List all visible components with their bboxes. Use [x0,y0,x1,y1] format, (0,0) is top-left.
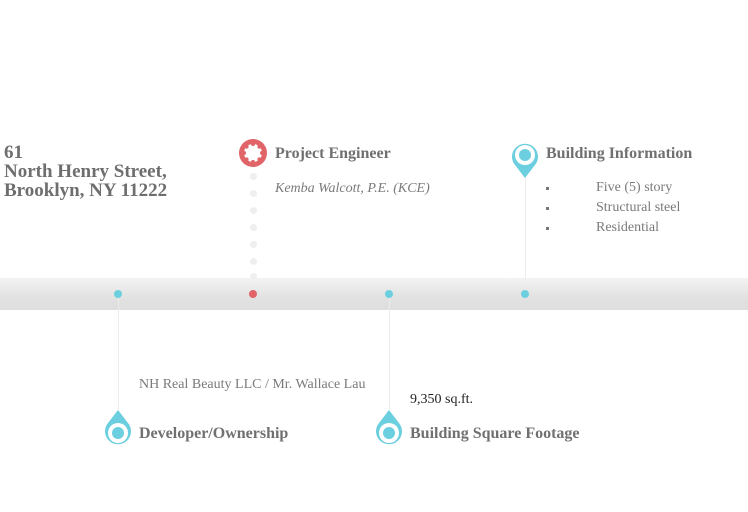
connector-line [525,178,526,294]
connector-line [118,294,119,410]
list-item: Structural steel [546,200,680,220]
building-list: Five (5) story Structural steel Resident… [546,180,680,240]
address-line: 61 [4,142,23,163]
footage-value: 9,350 sq.ft. [410,392,473,407]
building-title: Building Information [546,145,693,162]
timeline-band [0,278,748,310]
map-pin-icon [105,410,131,445]
timeline-dot [521,290,529,298]
engineer-title: Project Engineer [275,145,391,162]
dotted-connector [250,224,257,231]
gear-icon [239,139,267,167]
address-line: North Henry Street, [4,161,167,182]
developer-name: NH Real Beauty LLC / Mr. Wallace Lau [139,377,366,392]
list-item: Five (5) story [546,180,680,200]
dotted-connector [250,273,257,280]
engineer-name: Kemba Walcott, P.E. (KCE) [275,181,430,196]
dotted-connector [250,173,257,180]
list-item: Residential [546,220,680,240]
dotted-connector [250,241,257,248]
timeline-dot [249,290,257,298]
timeline-dot [114,290,122,298]
developer-title: Developer/Ownership [139,425,289,442]
map-pin-icon [512,143,538,178]
timeline-dot [385,290,393,298]
project-address: 61 North Henry Street, Brooklyn, NY 1122… [4,143,167,200]
dotted-connector [250,190,257,197]
map-pin-icon [376,410,402,445]
dotted-connector [250,207,257,214]
footage-title: Building Square Footage [410,425,580,442]
dotted-connector [250,258,257,265]
connector-line [389,294,390,410]
address-line: Brooklyn, NY 11222 [4,180,168,201]
